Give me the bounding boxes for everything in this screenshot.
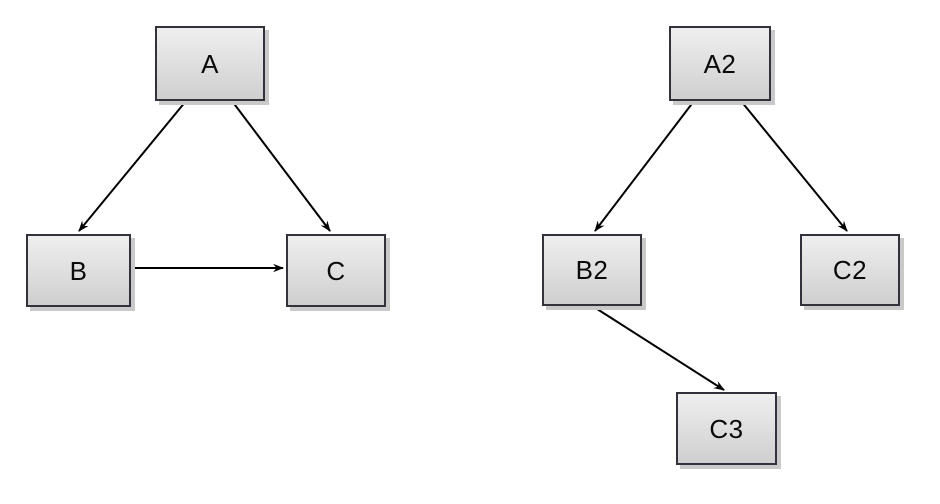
node-label: B2 [575, 255, 609, 285]
node-c[interactable]: C [286, 234, 386, 307]
node-c2[interactable]: C2 [800, 234, 900, 306]
node-a[interactable]: A [155, 26, 265, 101]
node-label: C [326, 255, 346, 286]
edge-b2-c3[interactable] [593, 306, 725, 391]
node-label: A2 [703, 48, 737, 79]
node-b[interactable]: B [26, 234, 131, 307]
node-c3[interactable]: C3 [676, 392, 777, 465]
node-label: C3 [709, 413, 744, 444]
edge-a2-c2[interactable] [740, 100, 848, 232]
edge-a2-b2[interactable] [594, 100, 695, 232]
edge-a-c[interactable] [231, 100, 331, 232]
edge-group [78, 100, 848, 391]
node-label: C2 [832, 255, 868, 285]
node-a2[interactable]: A2 [669, 26, 771, 101]
edge-a-b[interactable] [78, 100, 187, 232]
node-label: B [69, 255, 88, 286]
node-b2[interactable]: B2 [542, 234, 642, 306]
node-label: A [201, 48, 219, 79]
